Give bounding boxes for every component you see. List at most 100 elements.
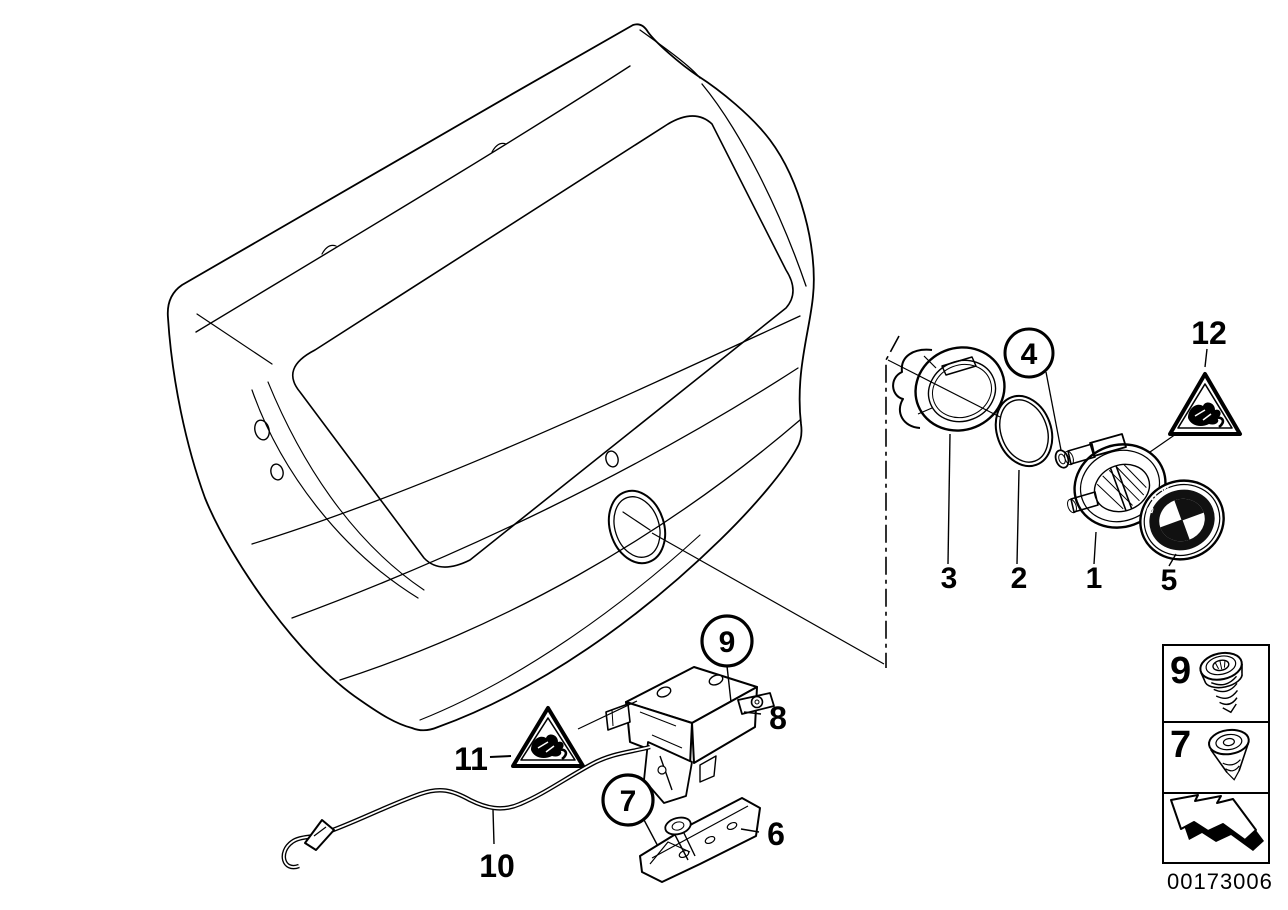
cs-head-mid [1215, 733, 1243, 751]
window-opening [291, 115, 794, 568]
seal-outer [1054, 449, 1070, 469]
tailgate-outline [166, 23, 815, 732]
phantom-dash-dot-line [885, 335, 900, 668]
striker-hole-2 [704, 835, 716, 845]
leader-triangle12-to-part1 [1149, 433, 1177, 453]
leader-part8 [743, 711, 762, 715]
torx-recess-ticks [1214, 660, 1226, 670]
callout-4-circle[interactable] [1003, 327, 1055, 379]
torx-threads [1211, 675, 1239, 714]
leader-callout9 [726, 665, 732, 703]
label-part2[interactable]: 2 [1011, 562, 1028, 595]
leader-part1 [1093, 531, 1097, 565]
button-peg-1 [1067, 443, 1096, 465]
label-part12[interactable]: 12 [1191, 315, 1227, 351]
part-6-striker [639, 797, 761, 883]
lock-latch-claw [699, 755, 717, 783]
button-grille [1093, 463, 1151, 513]
cs-cone [1210, 743, 1250, 774]
button-peg-1-end [1064, 450, 1074, 466]
label-part6[interactable]: 6 [767, 816, 785, 852]
grille-ellipse [1093, 463, 1151, 513]
leader-triangle11-to-lock [577, 700, 638, 730]
leader-part3 [947, 433, 951, 565]
cs-head-outer [1208, 728, 1250, 756]
callout-9-number[interactable]: 9 [719, 626, 736, 659]
countersunk-screw-icon [1208, 728, 1250, 781]
housing-rim-inner [932, 363, 992, 419]
part-11-warning-triangle [511, 706, 585, 768]
housing-slot [941, 356, 977, 376]
lock-jaw-hole [657, 765, 667, 775]
spoiler-notch-2 [491, 142, 507, 153]
leader-part10 [492, 809, 495, 845]
lock-bottom-bracket [643, 741, 693, 804]
pillar-hole-upper [254, 419, 270, 441]
housing-detail-1 [923, 355, 937, 369]
label-part10[interactable]: 10 [479, 848, 515, 884]
part-12-warning-triangle [1168, 372, 1242, 436]
label-part1[interactable]: 1 [1086, 562, 1103, 595]
warning-triangle-12-inner [1177, 383, 1233, 429]
warning-triangle-11-inner [520, 717, 576, 761]
spoiler-notch-1 [321, 244, 337, 255]
emblem-hole-outer [607, 489, 667, 565]
label-part11[interactable]: 11 [454, 741, 488, 777]
label-part8[interactable]: 8 [769, 700, 787, 736]
lock-bolt-1 [656, 686, 672, 698]
legend-number-countersunk[interactable]: 7 [1170, 724, 1191, 766]
legend-number-torx[interactable]: 9 [1170, 650, 1191, 692]
lock-screw-boss-hole [754, 699, 760, 705]
callout-7-circle[interactable] [601, 773, 655, 827]
button-rim-inner [1079, 449, 1161, 523]
pinch-hazard-icon-11 [531, 734, 568, 761]
part-5-emblem: BMW [1138, 479, 1225, 561]
label-part3[interactable]: 3 [941, 562, 958, 595]
keyhole-dot [605, 450, 619, 468]
pinch-hazard-icon [1188, 402, 1225, 429]
pillar-hole-lower [270, 463, 284, 481]
housing-flange [892, 348, 933, 429]
direction-arrow-icon [1170, 794, 1264, 851]
callout-7-number[interactable]: 7 [620, 785, 637, 818]
cable-path-inner [282, 746, 651, 868]
panel-crease-1 [251, 315, 801, 545]
housing-detail-2 [917, 407, 933, 415]
image-code: 00173006 [1167, 869, 1273, 894]
button-peg-2-end [1067, 498, 1077, 514]
tailgate-drawing [166, 23, 815, 732]
leader-callout4 [1045, 371, 1062, 451]
corner-brace-line [196, 313, 273, 365]
roof-edge-inner [639, 29, 701, 79]
button-rim-outer [1073, 443, 1167, 529]
striker-plate-inner [651, 805, 749, 859]
callout-4[interactable]: 4 [1003, 327, 1055, 379]
reference-lines [651, 335, 1001, 668]
direction-arrow-face [1170, 794, 1257, 841]
grille-hatch [1096, 464, 1147, 510]
part-3-housing [892, 346, 1006, 432]
callout-9[interactable]: 9 [700, 614, 754, 668]
leader-emblem-to-phantom [651, 532, 885, 665]
leader-phantom-to-oring [887, 359, 1001, 418]
part-10-cable [281, 744, 651, 870]
torx-screw-icon [1199, 651, 1243, 714]
housing-rim-outer [914, 346, 1006, 432]
cs-threads [1222, 759, 1241, 781]
button-tab [1089, 433, 1127, 457]
lock-jaw-line [659, 755, 673, 791]
lock-front-details [639, 711, 683, 749]
part-2-oring [994, 394, 1054, 468]
pillar-inner-line [251, 389, 419, 599]
grille-bar [1109, 465, 1133, 512]
right-pillar-line [701, 83, 807, 287]
callout-4-number[interactable]: 4 [1021, 338, 1038, 371]
leader-part6 [740, 828, 760, 833]
label-part5[interactable]: 5 [1161, 564, 1178, 597]
emblem-hole-inner [613, 496, 661, 558]
striker-hole-3 [726, 821, 738, 831]
cable-end-connector [304, 819, 335, 851]
callout-7[interactable]: 7 [601, 773, 655, 827]
part-8-lock [605, 666, 775, 804]
